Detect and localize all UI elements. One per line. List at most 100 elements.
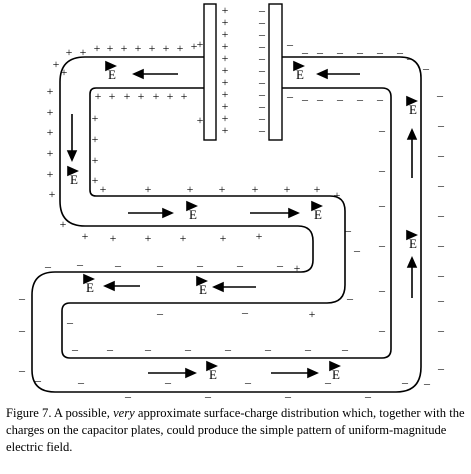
plus-charge: + [222,111,229,125]
field-label-e: E [70,172,78,187]
plus-charge: + [135,41,142,55]
minus-charge: – [437,323,445,337]
minus-charge: – [18,363,26,377]
plus-charge: + [284,182,291,196]
minus-charge: – [353,243,361,257]
capacitor-plate-right [268,3,283,141]
field-arrow-head [316,68,328,80]
field-label-e: E [86,280,94,295]
plus-charge: + [47,146,54,160]
minus-charge: – [336,45,344,59]
minus-charge: – [364,389,372,400]
minus-charge: – [44,259,52,273]
minus-charge: – [344,223,352,237]
field-arrow-head [311,200,323,212]
minus-charge: – [304,342,312,356]
minus-charge: – [258,51,266,65]
field-arrow-head [293,60,305,72]
minus-charge: – [301,45,309,59]
minus-charge: – [114,258,122,272]
minus-charge: – [423,376,431,390]
minus-charge: – [378,283,386,297]
plus-charge: + [145,231,152,245]
minus-charge: – [437,148,445,162]
minus-charge: – [437,118,445,132]
minus-charge: – [437,238,445,252]
minus-charge: – [258,15,266,29]
plus-charge: + [92,173,99,187]
field-arrow-head [406,128,418,140]
plus-charge: + [222,51,229,65]
plus-charge: + [107,41,114,55]
plus-charge: + [124,89,131,103]
figure-caption: Figure 7. A possible, very approximate s… [6,405,466,456]
plus-charge: + [60,217,67,231]
field-arrow-head [406,229,418,241]
minus-charge: – [378,123,386,137]
minus-charge: – [71,342,79,356]
plus-charge: + [222,87,229,101]
minus-charge: – [184,342,192,356]
minus-charge: – [34,373,42,387]
minus-charge: – [164,375,172,389]
plus-charge: + [222,27,229,41]
plus-charge: + [309,307,316,321]
field-arrow-head [206,360,218,372]
minus-charge: – [336,92,344,106]
plus-charge: + [180,231,187,245]
field-arrow-head [132,68,144,80]
plus-charge: + [92,111,99,125]
plus-charge: + [92,153,99,167]
plus-charge: + [47,84,54,98]
minus-charge: – [324,375,332,389]
plus-charge: + [181,89,188,103]
plus-charge: + [187,182,194,196]
minus-charge: – [18,323,26,337]
plus-charge: + [47,125,54,139]
field-arrow-head [66,150,78,162]
minus-charge: – [378,238,386,252]
field-arrow-head [83,273,95,285]
plus-charge: + [138,89,145,103]
minus-charge: – [106,342,114,356]
minus-charge: – [401,375,409,389]
field-arrow-head [288,207,300,219]
plus-charge: + [82,229,89,243]
plus-charge: + [47,167,54,181]
circuit-diagram: ++++++++++++++++++++++++++++++++++++++++… [18,3,445,400]
plus-charge: + [220,231,227,245]
minus-charge: – [376,45,384,59]
plus-charge: + [252,182,259,196]
plus-charge: + [66,45,73,59]
minus-charge: – [437,208,445,222]
minus-charge: – [378,198,386,212]
minus-charge: – [258,27,266,41]
plus-charge: + [110,231,117,245]
field-arrow-head [103,280,115,292]
minus-charge: – [224,342,232,356]
minus-charge: – [376,92,384,106]
plus-charge: + [222,63,229,77]
plus-charge: + [222,15,229,29]
plus-charge: + [191,39,198,53]
minus-charge: – [236,258,244,272]
minus-charge: – [437,178,445,192]
plus-charge: + [197,37,204,51]
plus-charge: + [80,45,87,59]
field-label-e: E [108,67,116,82]
minus-charge: – [144,342,152,356]
minus-charge: – [422,61,430,75]
plus-charge: + [121,41,128,55]
minus-charge: – [124,389,132,400]
minus-charge: – [356,45,364,59]
minus-charge: – [18,291,26,305]
plus-charge: + [92,132,99,146]
plus-charge: + [149,41,156,55]
minus-charge: – [378,323,386,337]
minus-charge: – [346,291,354,305]
plus-charge: + [222,3,229,17]
minus-charge: – [241,305,249,319]
minus-charge: – [258,123,266,137]
field-label-e: E [314,207,322,222]
minus-charge: – [196,258,204,272]
